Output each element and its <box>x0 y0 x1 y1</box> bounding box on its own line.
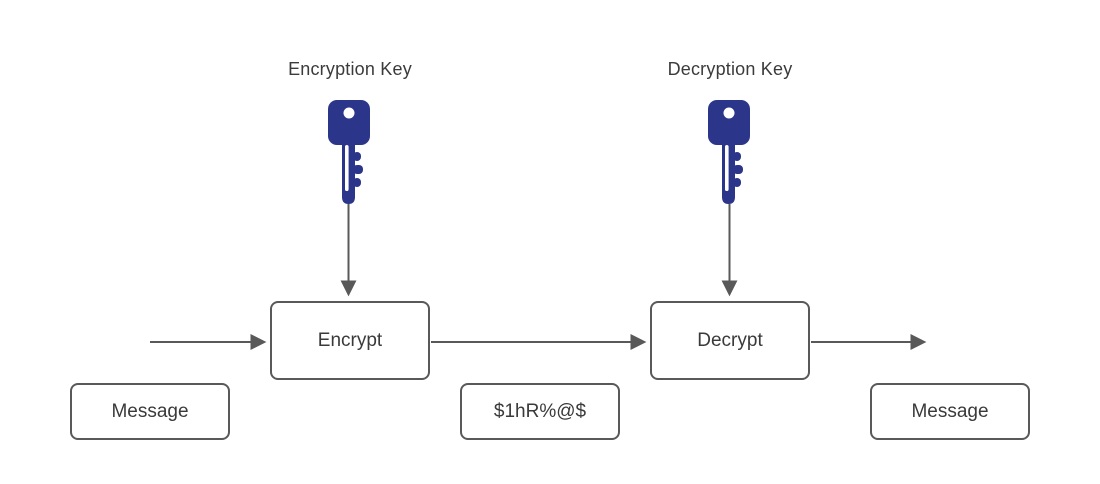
decryption-key-icon <box>708 100 750 204</box>
encrypt-box-label: Encrypt <box>317 329 383 351</box>
encryption-key-label: Encryption Key <box>288 59 412 79</box>
decryption-key-label: Decryption Key <box>667 59 793 79</box>
decrypt-box: Decrypt <box>650 301 810 380</box>
ciphertext-label: $1hR%@$ <box>493 400 587 422</box>
message-box-right: Message <box>870 383 1030 440</box>
ciphertext-box: $1hR%@$ <box>460 383 620 440</box>
message-left-label: Message <box>111 400 189 422</box>
decrypt-box-label: Decrypt <box>697 329 763 351</box>
encrypt-box: Encrypt <box>270 301 430 380</box>
message-right-label: Message <box>911 400 989 422</box>
encryption-key-icon <box>328 100 370 204</box>
message-box-left: Message <box>70 383 230 440</box>
